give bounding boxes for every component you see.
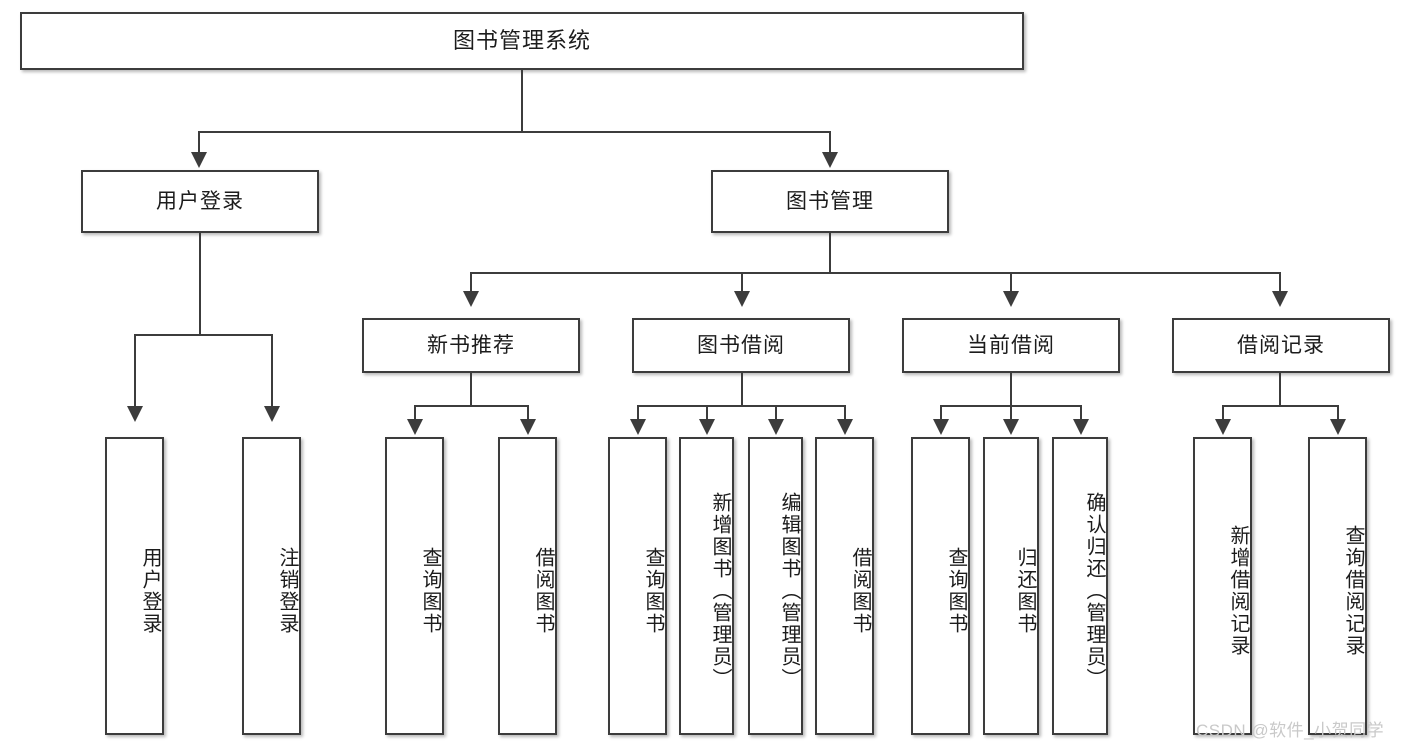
leaf-label: 查询借阅记录 — [1342, 525, 1364, 657]
connector-book-borrow-leaf-4 — [844, 405, 846, 421]
arrow-current-borrow-leaf-2 — [1003, 419, 1019, 435]
node-label: 借阅记录 — [1237, 333, 1325, 357]
leaf-book-borrow-query[interactable]: 查询图书 — [608, 437, 667, 735]
node-user-login[interactable]: 用户登录 — [81, 170, 319, 233]
connector-to-new-book — [470, 272, 472, 293]
arrow-current-borrow-leaf-3 — [1073, 419, 1089, 435]
node-root-system[interactable]: 图书管理系统 — [20, 12, 1024, 70]
arrow-new-book-leaf-2 — [520, 419, 536, 435]
leaf-borrow-record-query[interactable]: 查询借阅记录 — [1308, 437, 1367, 735]
connector-book-borrow-stem — [741, 373, 743, 406]
node-label: 用户登录 — [156, 189, 244, 213]
leaf-user-login-logout[interactable]: 注销登录 — [242, 437, 301, 735]
arrow-user-login-leaf-1 — [127, 406, 143, 422]
arrow-borrow-record-leaf-1 — [1215, 419, 1231, 435]
arrow-book-borrow-leaf-2 — [699, 419, 715, 435]
node-label: 图书管理系统 — [452, 27, 591, 53]
leaf-book-borrow-edit[interactable]: 编辑图书（管理员） — [748, 437, 803, 735]
connector-borrow-record-bus — [1222, 405, 1339, 407]
connector-new-book-stem — [470, 373, 472, 406]
node-book-borrow[interactable]: 图书借阅 — [632, 318, 850, 373]
leaf-label: 新增图书（管理员） — [709, 492, 731, 690]
arrow-book-borrow-leaf-1 — [630, 419, 646, 435]
connector-book-borrow-leaf-1 — [637, 405, 639, 421]
connector-level2-bus — [470, 272, 1280, 274]
connector-current-borrow-leaf-3 — [1080, 405, 1082, 421]
connector-user-login-leaf-2 — [271, 334, 273, 408]
arrow-to-book-manage — [822, 152, 838, 168]
leaf-label: 归还图书 — [1014, 547, 1036, 635]
arrow-to-borrow-record — [1272, 291, 1288, 307]
connector-user-login-stem — [199, 233, 201, 335]
leaf-current-borrow-query[interactable]: 查询图书 — [911, 437, 970, 735]
connector-new-book-bus — [414, 405, 529, 407]
connector-book-borrow-leaf-3 — [775, 405, 777, 421]
leaf-user-login-login[interactable]: 用户登录 — [105, 437, 164, 735]
connector-to-book-manage — [829, 131, 831, 154]
connector-to-current-borrow — [1010, 272, 1012, 293]
leaf-label: 查询图书 — [945, 547, 967, 635]
connector-to-book-borrow — [741, 272, 743, 293]
connector-borrow-record-stem — [1279, 373, 1281, 406]
arrow-to-user-login — [191, 152, 207, 168]
arrow-to-book-borrow — [734, 291, 750, 307]
node-book-management[interactable]: 图书管理 — [711, 170, 949, 233]
leaf-current-borrow-confirm[interactable]: 确认归还（管理员） — [1052, 437, 1108, 735]
connector-new-book-leaf-1 — [414, 405, 416, 421]
arrow-borrow-record-leaf-2 — [1330, 419, 1346, 435]
leaf-label: 借阅图书 — [849, 547, 871, 635]
node-current-borrow[interactable]: 当前借阅 — [902, 318, 1120, 373]
leaf-new-book-borrow[interactable]: 借阅图书 — [498, 437, 557, 735]
connector-current-borrow-leaf-2 — [1010, 405, 1012, 421]
arrow-user-login-leaf-2 — [264, 406, 280, 422]
connector-borrow-record-leaf-1 — [1222, 405, 1224, 421]
leaf-book-borrow-add[interactable]: 新增图书（管理员） — [679, 437, 734, 735]
leaf-label: 借阅图书 — [532, 547, 554, 635]
leaf-label: 编辑图书（管理员） — [778, 492, 800, 690]
leaf-label: 新增借阅记录 — [1227, 525, 1249, 657]
leaf-label: 确认归还（管理员） — [1083, 492, 1105, 690]
leaf-current-borrow-return[interactable]: 归还图书 — [983, 437, 1039, 735]
arrow-to-current-borrow — [1003, 291, 1019, 307]
connector-to-borrow-record — [1279, 272, 1281, 293]
leaf-new-book-query[interactable]: 查询图书 — [385, 437, 444, 735]
arrow-to-new-book — [463, 291, 479, 307]
leaf-book-borrow-borrow[interactable]: 借阅图书 — [815, 437, 874, 735]
connector-user-login-leaf-1 — [134, 334, 136, 408]
node-new-book-recommend[interactable]: 新书推荐 — [362, 318, 580, 373]
connector-new-book-leaf-2 — [527, 405, 529, 421]
arrow-current-borrow-leaf-1 — [933, 419, 949, 435]
connector-root-bus — [198, 131, 831, 133]
connector-user-login-bus — [134, 334, 273, 336]
node-label: 图书管理 — [786, 189, 874, 213]
leaf-label: 查询图书 — [642, 547, 664, 635]
node-borrow-record[interactable]: 借阅记录 — [1172, 318, 1390, 373]
connector-borrow-record-leaf-2 — [1337, 405, 1339, 421]
connector-current-borrow-stem — [1010, 373, 1012, 406]
arrow-book-borrow-leaf-3 — [768, 419, 784, 435]
leaf-label: 注销登录 — [276, 547, 298, 635]
node-label: 当前借阅 — [967, 333, 1055, 357]
arrow-book-borrow-leaf-4 — [837, 419, 853, 435]
leaf-borrow-record-add[interactable]: 新增借阅记录 — [1193, 437, 1252, 735]
leaf-label: 查询图书 — [419, 547, 441, 635]
node-label: 图书借阅 — [697, 333, 785, 357]
leaf-label: 用户登录 — [139, 547, 161, 635]
node-label: 新书推荐 — [427, 333, 515, 357]
connector-to-user-login — [198, 131, 200, 154]
connector-root-stem — [521, 70, 523, 132]
connector-book-manage-stem — [829, 233, 831, 273]
connector-current-borrow-leaf-1 — [940, 405, 942, 421]
arrow-new-book-leaf-1 — [407, 419, 423, 435]
connector-book-borrow-bus — [637, 405, 846, 407]
connector-book-borrow-leaf-2 — [706, 405, 708, 421]
